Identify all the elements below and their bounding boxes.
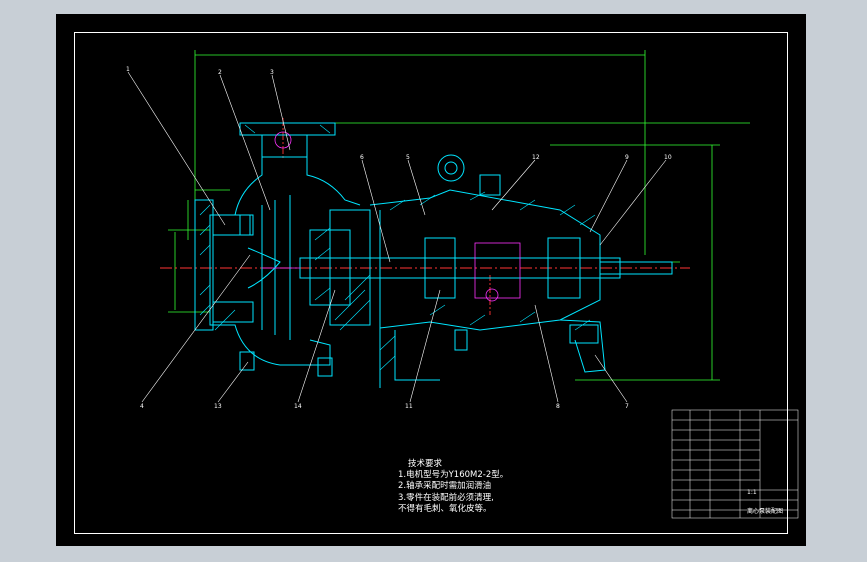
pump-body (194, 122, 673, 388)
callout-6: 6 (360, 154, 364, 161)
callout-1: 1 (126, 66, 130, 73)
callout-11: 11 (405, 403, 413, 410)
title-block-scale: 1:1 (747, 489, 757, 496)
tech-req-line-1: 1.电机型号为Y160M2-2型。 (398, 470, 509, 481)
callout-5: 5 (406, 154, 410, 161)
tech-req-line-4: 不得有毛刺、氧化皮等。 (398, 503, 492, 514)
drawing-frame (74, 32, 788, 534)
section-hatching (199, 124, 596, 371)
callout-2: 2 (218, 69, 222, 76)
callout-12: 12 (532, 154, 540, 161)
callout-10: 10 (664, 154, 672, 161)
tech-req-title: 技术要求 (408, 459, 443, 469)
callout-3: 3 (270, 69, 274, 76)
drawing-sheet (56, 14, 806, 546)
tech-req-line-3: 3.零件在装配前必须清理, (398, 492, 494, 503)
technical-requirements: 技术要求 1.电机型号为Y160M2-2型。 2.轴承采配时需加润滑油 3.零件… (398, 459, 508, 515)
callout-14: 14 (294, 403, 302, 410)
callout-8: 8 (556, 403, 560, 410)
hidden-parts (262, 131, 521, 302)
callout-9: 9 (625, 154, 629, 161)
tech-req-line-2: 2.轴承采配时需加润滑油 (398, 481, 492, 492)
callout-13: 13 (214, 403, 222, 410)
callout-4: 4 (140, 403, 144, 410)
title-block-grid (671, 409, 799, 519)
callout-7: 7 (625, 403, 629, 410)
leader-lines (127, 71, 667, 403)
title-block-name: 离心泵装配图 (747, 508, 784, 515)
dimension-lines (168, 50, 750, 381)
